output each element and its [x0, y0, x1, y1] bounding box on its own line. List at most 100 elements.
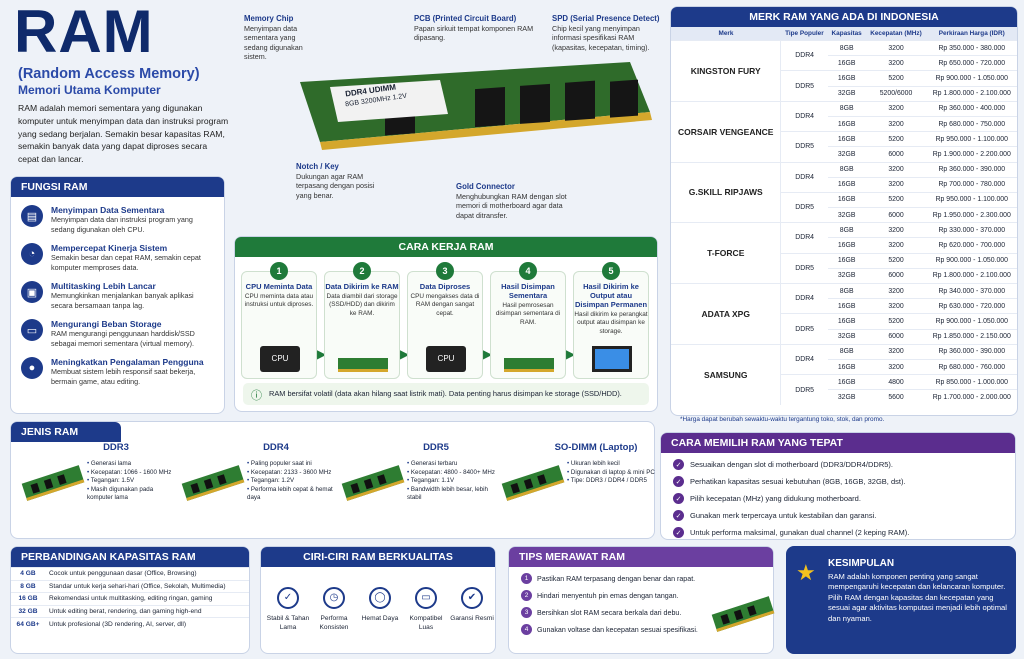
step-desc: CPU mengakses data di RAM dengan sangat …	[410, 293, 480, 317]
table-row: 64 GB+Untuk profesional (3D rendering, A…	[11, 617, 249, 630]
tip-text: Gunakan voltase dan kecepatan sesuai spe…	[537, 625, 698, 634]
fungsi-item-title: Menyimpan Data Sementara	[51, 205, 165, 215]
ram-stick-icon	[181, 465, 245, 501]
merk-title: MERK RAM YANG ADA DI INDONESIA	[671, 7, 1017, 27]
table-cell: 3200	[865, 298, 927, 314]
table-cell: 5200	[865, 191, 927, 208]
jenis-features: Generasi lamaKecepatan: 1066 - 1600 MHzT…	[87, 460, 175, 503]
step-number: 4	[519, 262, 537, 280]
fungsi-title: FUNGSI RAM	[11, 177, 224, 197]
arrow-icon: ▶	[400, 347, 410, 361]
table-cell: 8GB	[827, 282, 866, 299]
step-number: 3	[436, 262, 454, 280]
step-desc: Data diambil dari storage (SSD/HDD) dan …	[326, 293, 398, 317]
table-cell: 6000	[865, 328, 927, 345]
ciri-label: Kompatibel Luas	[409, 615, 443, 631]
callout-pcb: PCB (Printed Circuit Board)Papan sirkuit…	[414, 14, 534, 42]
monitor-icon: ▭	[415, 587, 437, 609]
capacity: 8 GB	[11, 579, 45, 593]
jenis-type-title: DDR3	[103, 442, 129, 453]
table-cell: 16GB	[827, 176, 866, 193]
table-cell: 5200	[865, 70, 927, 87]
step-title: Data Dikirim ke RAM	[325, 282, 399, 291]
jenis-features: Generasi terbaruKecepatan: 4800 - 8400+ …	[407, 460, 495, 503]
jenis-features: Ukuran lebih kecilDigunakan di laptop & …	[567, 460, 655, 486]
table-cell: 5200	[865, 252, 927, 269]
table-cell: 4800	[865, 374, 927, 390]
table-cell: 16GB	[827, 358, 866, 375]
memilih-item: ✓Untuk performa maksimal, gunakan dual c…	[673, 527, 1005, 538]
fungsi-item-title: Mempercepat Kinerja Sistem	[51, 243, 168, 253]
gauge-icon: ◷	[323, 587, 345, 609]
fungsi-item-title: Mengurangi Beban Storage	[51, 319, 162, 329]
feature-item: Paling populer saat ini	[247, 460, 335, 469]
table-cell: DDR5	[780, 252, 828, 284]
table-cell: Rp 900.000 - 1.050.000	[926, 70, 1017, 87]
table-cell: Rp 850.000 - 1.000.000	[926, 374, 1017, 390]
intro-text: RAM adalah memori sementara yang digunak…	[18, 103, 229, 165]
perbandingan-title: PERBANDINGAN KAPASITAS RAM	[11, 547, 249, 567]
jenis-type: DDR4Paling populer saat iniKecepatan: 21…	[177, 442, 335, 534]
step-title: Hasil Disimpan Sementara	[501, 282, 555, 300]
cpu-chip-icon: CPU	[426, 346, 466, 372]
ciri-item: ✓Stabil & Tahan Lama	[265, 587, 311, 632]
ciri-label: Performa Konsisten	[319, 615, 349, 631]
table-cell: 3200	[865, 343, 927, 360]
feature-item: Digunakan di laptop & mini PC	[567, 469, 655, 478]
check-icon: ✓	[673, 476, 684, 487]
memilih-title: CARA MEMILIH RAM YANG TEPAT	[661, 433, 1015, 453]
table-cell: 32GB	[827, 267, 866, 284]
brand-name: G.SKILL RIPJAWS	[671, 161, 782, 223]
table-cell: 8GB	[827, 161, 866, 178]
table-cell: Rp 1.700.000 - 2.000.000	[926, 389, 1017, 405]
ciri-label: Hemat Daya	[361, 615, 399, 622]
step-number: 5	[602, 262, 620, 280]
fungsi-item-desc: RAM mengurangi penggunaan harddisk/SSD s…	[51, 329, 195, 348]
ram-stick-icon	[341, 465, 405, 501]
capacity-desc: Untuk profesional (3D rendering, AI, ser…	[45, 617, 249, 630]
brand-name: T-FORCE	[671, 222, 782, 284]
table-cell: 16GB	[827, 313, 866, 330]
tip-text: Hindari menyentuh pin emas dengan tangan…	[537, 591, 679, 600]
ciri-item: ▭ Kompatibel Luas	[403, 587, 449, 632]
ciri-label: Garansi Resmi	[450, 615, 494, 622]
badge-icon: ✔	[461, 587, 483, 609]
step-desc: CPU meminta data atau instruksi untuk di…	[244, 293, 314, 309]
table-cell: DDR5	[780, 131, 828, 162]
capacity-desc: Rekomendasi untuk multitasking, editing …	[45, 592, 249, 605]
document-icon: ▤	[21, 205, 43, 227]
jenis-type: SO-DIMM (Laptop)Ukuran lebih kecilDiguna…	[497, 442, 655, 534]
table-cell: 5200	[865, 313, 927, 330]
table-cell: 16GB	[827, 131, 866, 147]
table-header: Perkiraan Harga (IDR)	[926, 27, 1017, 41]
arrow-icon: ▶	[483, 347, 493, 361]
ciri-item: ◷ Performa Konsisten	[311, 587, 357, 632]
table-cell: 32GB	[827, 146, 866, 162]
table-cell: 8GB	[827, 222, 866, 238]
brand-name: KINGSTON FURY	[671, 40, 782, 102]
cara-kerja-title: CARA KERJA RAM	[235, 237, 657, 257]
check-icon: ✓	[673, 510, 684, 521]
jenis-type: DDR5Generasi terbaruKecepatan: 4800 - 84…	[337, 442, 495, 534]
step-desc: Hasil pemrosesan disimpan sementara di R…	[495, 302, 561, 326]
feature-item: Bandwidth lebih besar, lebih stabil	[407, 486, 495, 503]
price-footnote: *Harga dapat berubah sewaktu-waktu terga…	[680, 416, 885, 423]
step-number: 1	[270, 262, 288, 280]
